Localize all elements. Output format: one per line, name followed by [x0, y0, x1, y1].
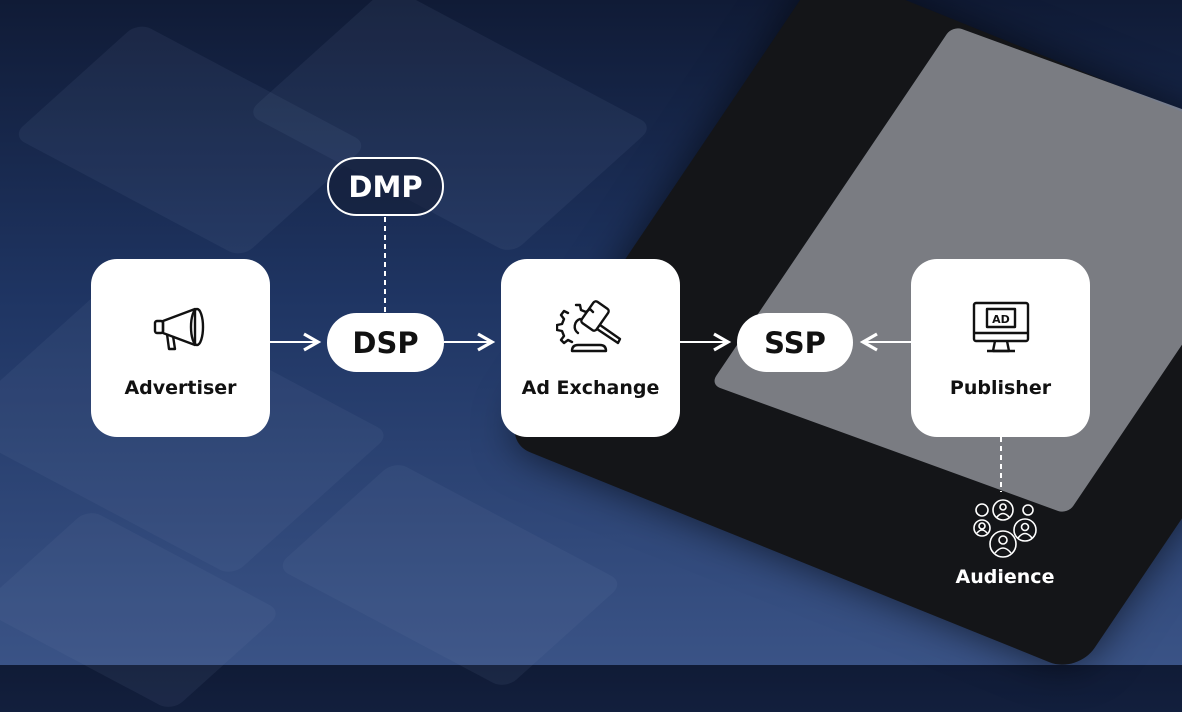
node-label: Ad Exchange	[521, 377, 660, 399]
megaphone-icon	[153, 307, 204, 351]
gavel-gear-icon	[555, 300, 621, 353]
connectors	[303, 332, 878, 352]
node-ad-exchange: Ad Exchange	[501, 259, 680, 437]
node-label: Publisher	[949, 377, 1052, 399]
node-label: Advertiser	[124, 377, 237, 399]
node-dmp: DMP	[327, 157, 444, 216]
node-audience-label: Audience	[955, 566, 1055, 588]
people-group-icon	[973, 499, 1037, 558]
node-publisher: AD Publisher	[911, 259, 1090, 437]
monitor-ad-icon: AD	[972, 301, 1029, 353]
node-advertiser: Advertiser	[91, 259, 270, 437]
node-ssp: SSP	[737, 313, 853, 372]
node-dsp: DSP	[327, 313, 444, 372]
svg-text:AD: AD	[992, 313, 1010, 326]
